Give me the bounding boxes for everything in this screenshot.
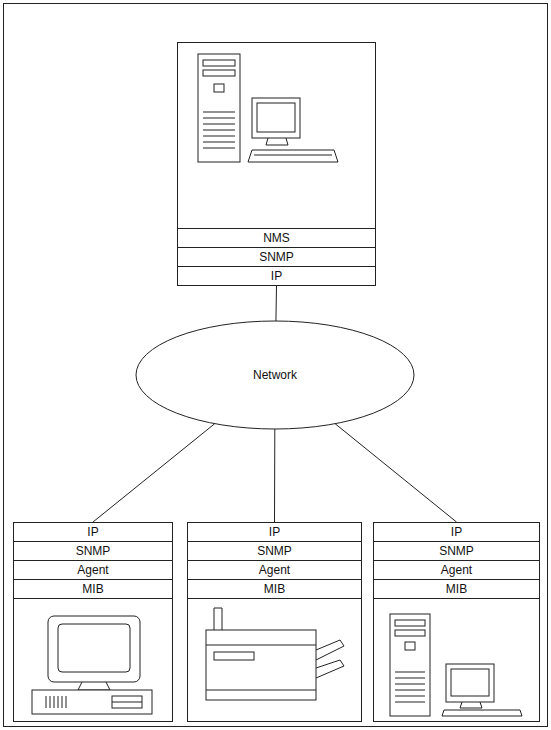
device-box: IP SNMP AgentMIB bbox=[373, 522, 540, 722]
device-box: NMS SNMP IP bbox=[177, 42, 376, 286]
layer-label: MIB bbox=[446, 583, 467, 595]
network-link bbox=[275, 286, 277, 321]
printer bbox=[206, 608, 344, 700]
network-cloud: Network bbox=[135, 320, 415, 430]
layer-label: SNMP bbox=[439, 545, 474, 557]
server-workstation bbox=[390, 614, 522, 716]
layer-label: IP bbox=[87, 526, 98, 538]
layer-label: Agent bbox=[441, 564, 472, 576]
protocol-band: SNMP bbox=[177, 247, 376, 267]
network-link bbox=[93, 424, 215, 522]
protocol-band: Agent bbox=[373, 560, 540, 580]
layer-label: Agent bbox=[259, 564, 290, 576]
layer-label: Agent bbox=[77, 564, 108, 576]
desktop-computer bbox=[32, 616, 152, 714]
layer-label: SNMP bbox=[76, 545, 111, 557]
protocol-band: IP bbox=[177, 266, 376, 286]
protocol-band: MIB bbox=[187, 579, 362, 599]
device-box: IP SNMP AgentMIB bbox=[13, 522, 173, 722]
layer-label: MIB bbox=[264, 583, 285, 595]
protocol-band: SNMP bbox=[187, 541, 362, 561]
protocol-band: IP bbox=[13, 522, 173, 542]
layer-label: IP bbox=[451, 526, 462, 538]
network-link bbox=[335, 424, 456, 522]
layer-label: MIB bbox=[82, 583, 103, 595]
protocol-band: MIB bbox=[373, 579, 540, 599]
layer-label: SNMP bbox=[257, 545, 292, 557]
protocol-band: MIB bbox=[13, 579, 173, 599]
protocol-band: SNMP bbox=[13, 541, 173, 561]
protocol-band: NMS bbox=[177, 228, 376, 248]
nms-workstation bbox=[198, 54, 338, 162]
protocol-band: IP bbox=[373, 522, 540, 542]
frame bbox=[4, 4, 548, 727]
layer-label: IP bbox=[269, 526, 280, 538]
protocol-band: Agent bbox=[187, 560, 362, 580]
layer-label: NMS bbox=[263, 232, 290, 244]
network-link bbox=[274, 429, 275, 522]
layer-label: SNMP bbox=[259, 251, 294, 263]
protocol-band: IP bbox=[187, 522, 362, 542]
protocol-band: Agent bbox=[13, 560, 173, 580]
protocol-band: SNMP bbox=[373, 541, 540, 561]
device-box: IP SNMP AgentMIB bbox=[187, 522, 362, 722]
layer-label: IP bbox=[271, 270, 282, 282]
network-label: Network bbox=[253, 369, 297, 381]
